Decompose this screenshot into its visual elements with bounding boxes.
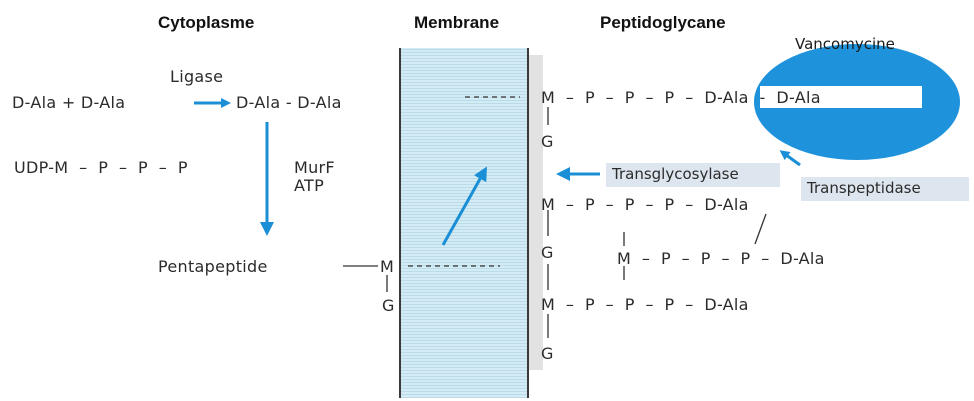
cross-link-bond	[754, 213, 767, 245]
transglycosylase-box: Transglycosylase	[606, 163, 780, 187]
strand-g-2: G	[541, 243, 554, 262]
strand-cross-row: M – P – P – P – D-Ala	[617, 249, 825, 268]
lipid-g: G	[382, 296, 395, 315]
membrane-band	[400, 48, 528, 398]
murf-label: MurF	[294, 158, 335, 177]
lipid-m: M	[380, 257, 395, 276]
vancomycine-label: Vancomycine	[795, 35, 895, 53]
transpeptidase-label: Transpeptidase	[807, 179, 921, 197]
dala-sum: D-Ala + D-Ala	[12, 93, 126, 112]
strand-g-1: G	[541, 132, 554, 151]
strand-row-3: M – P – P – P – D-Ala	[541, 295, 749, 314]
strand-row-2: M – P – P – P – D-Ala	[541, 195, 749, 214]
heading-peptidoglycan: Peptidoglycane	[600, 13, 726, 32]
pentapeptide-label: Pentapeptide	[158, 257, 268, 276]
translocation-arrow	[441, 166, 487, 246]
transglycosylase-label: Transglycosylase	[612, 165, 739, 183]
transpeptidase-box: Transpeptidase	[801, 177, 969, 201]
ligase-label: Ligase	[170, 67, 224, 86]
strand-row-1: M – P – P – P – D-Ala - D-Ala	[541, 88, 821, 107]
dala-dipeptide: D-Ala - D-Ala	[236, 93, 342, 112]
dala-highlight-box	[760, 86, 922, 108]
heading-cytoplasm: Cytoplasme	[158, 13, 255, 32]
strand-g-3: G	[541, 344, 554, 363]
udp-chain: UDP-M – P – P – P	[14, 158, 188, 177]
atp-label: ATP	[294, 176, 325, 195]
peptidoglycan-band	[529, 55, 543, 370]
heading-membrane: Membrane	[414, 13, 500, 32]
transpeptidase-arrow	[779, 150, 801, 167]
